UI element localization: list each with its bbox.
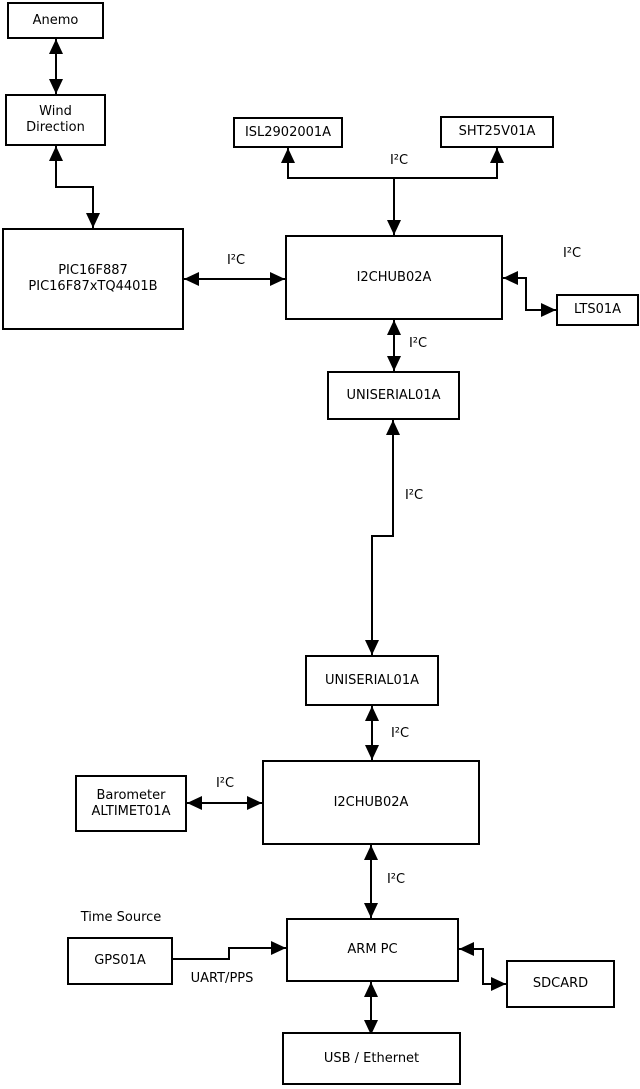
node-arm-pc-label: ARM PC xyxy=(347,942,398,957)
node-lts01a: LTS01A xyxy=(556,294,639,326)
label-i2c-bus-top: I²C xyxy=(389,153,409,168)
arrowhead-pic-i2chub1-end xyxy=(270,272,285,286)
arrowhead-i2cbus-i2chub1-end xyxy=(387,220,401,235)
node-usb-ethernet: USB / Ethernet xyxy=(282,1032,461,1085)
node-anemo-label: Anemo xyxy=(32,12,79,28)
label-i2c-barometer-hub2: I²C xyxy=(215,776,235,791)
node-lts01a-label: LTS01A xyxy=(573,302,622,317)
label-i2c-hub1-uniserial1: I²C xyxy=(408,336,428,351)
node-i2chub02a-1-label: I2CHUB02A xyxy=(356,269,432,285)
node-uniserial01a-1: UNISERIAL01A xyxy=(327,371,460,420)
label-uart-pps: UART/PPS xyxy=(190,971,254,986)
node-sht25v01a: SHT25V01A xyxy=(440,116,554,148)
edge-gps-armpc xyxy=(173,947,286,960)
node-isl2902001a-label: ISL2902001A xyxy=(244,124,332,140)
arrowhead-gps-armpc-end xyxy=(271,941,286,955)
node-isl2902001a: ISL2902001A xyxy=(233,117,343,148)
arrowhead-armpc-sdcard-end xyxy=(491,977,506,991)
node-gps01a: GPS01A xyxy=(67,937,173,985)
label-i2c-uniserial2-hub2: I²C xyxy=(390,726,410,741)
arrowhead-armpc-usbethernet-end xyxy=(364,1020,378,1035)
arrowhead-uniserial1-uniserial2-end xyxy=(365,640,379,655)
label-i2c-hub1-lts: I²C xyxy=(562,246,582,261)
edge-uniserial1-uniserial2 xyxy=(371,420,394,655)
arrowhead-i2chub1-uniserial1-start xyxy=(387,320,401,335)
arrowhead-uniserial2-i2chub2-end xyxy=(365,745,379,760)
node-sdcard: SDCARD xyxy=(506,960,615,1008)
arrowhead-anemo-winddirection-end xyxy=(49,79,63,94)
node-i2chub02a-2: I2CHUB02A xyxy=(262,760,480,845)
label-time-source: Time Source xyxy=(80,910,162,925)
arrowhead-winddirection-pic-end xyxy=(86,213,100,228)
node-wind-direction-label: Wind xyxy=(39,104,72,119)
arrowhead-i2chub1-uniserial1-end xyxy=(387,356,401,371)
label-i2c-uniserial-link: I²C xyxy=(404,488,424,503)
arrowhead-armpc-usbethernet-start xyxy=(364,982,378,997)
edge-armpc-sdcard xyxy=(459,948,506,985)
node-anemo: Anemo xyxy=(7,2,104,39)
arrowhead-pic-i2chub1-start xyxy=(184,272,199,286)
node-uniserial01a-2: UNISERIAL01A xyxy=(305,655,439,706)
arrowhead-i2cbus-isl-sht-end xyxy=(490,148,504,163)
node-arm-pc: ARM PC xyxy=(286,918,459,982)
arrowhead-i2chub1-lts01a-start xyxy=(503,271,518,285)
node-wind-direction-label: Direction xyxy=(26,120,85,135)
arrowhead-anemo-winddirection-start xyxy=(49,39,63,54)
node-sht25v01a-label: SHT25V01A xyxy=(458,124,536,139)
arrowhead-i2chub2-armpc-end xyxy=(364,903,378,918)
arrowhead-i2cbus-isl-sht-start xyxy=(281,148,295,163)
node-pic16f887-label: PIC16F87xTQ4401B xyxy=(28,279,158,294)
arrowhead-barometer-i2chub2-end xyxy=(247,796,262,810)
node-i2chub02a-1: I2CHUB02A xyxy=(285,235,503,320)
label-i2c-pic-hub1: I²C xyxy=(226,253,246,268)
edge-winddirection-pic xyxy=(55,146,94,228)
node-i2chub02a-2-label: I2CHUB02A xyxy=(333,794,409,810)
arrowhead-armpc-sdcard-start xyxy=(459,942,474,956)
node-gps01a-label: GPS01A xyxy=(94,953,146,968)
node-uniserial01a-1-label: UNISERIAL01A xyxy=(346,387,441,403)
arrowhead-uniserial1-uniserial2-start xyxy=(386,420,400,435)
edge-i2chub1-lts01a xyxy=(503,277,556,311)
label-i2c-hub2-armpc: I²C xyxy=(386,872,406,887)
arrowhead-winddirection-pic-start xyxy=(49,146,63,161)
node-barometer-label: Barometer xyxy=(96,787,166,803)
arrowhead-uniserial2-i2chub2-start xyxy=(365,706,379,721)
node-sdcard-label: SDCARD xyxy=(532,976,589,991)
arrowhead-i2chub2-armpc-start xyxy=(364,845,378,860)
arrowhead-barometer-i2chub2-start xyxy=(187,796,202,810)
node-pic16f887-label: PIC16F887 xyxy=(58,263,128,278)
node-barometer-label: ALTIMET01A xyxy=(91,803,171,819)
node-usb-ethernet-label: USB / Ethernet xyxy=(323,1050,420,1066)
node-uniserial01a-2-label: UNISERIAL01A xyxy=(325,672,419,688)
arrowhead-i2chub1-lts01a-end xyxy=(541,303,556,317)
